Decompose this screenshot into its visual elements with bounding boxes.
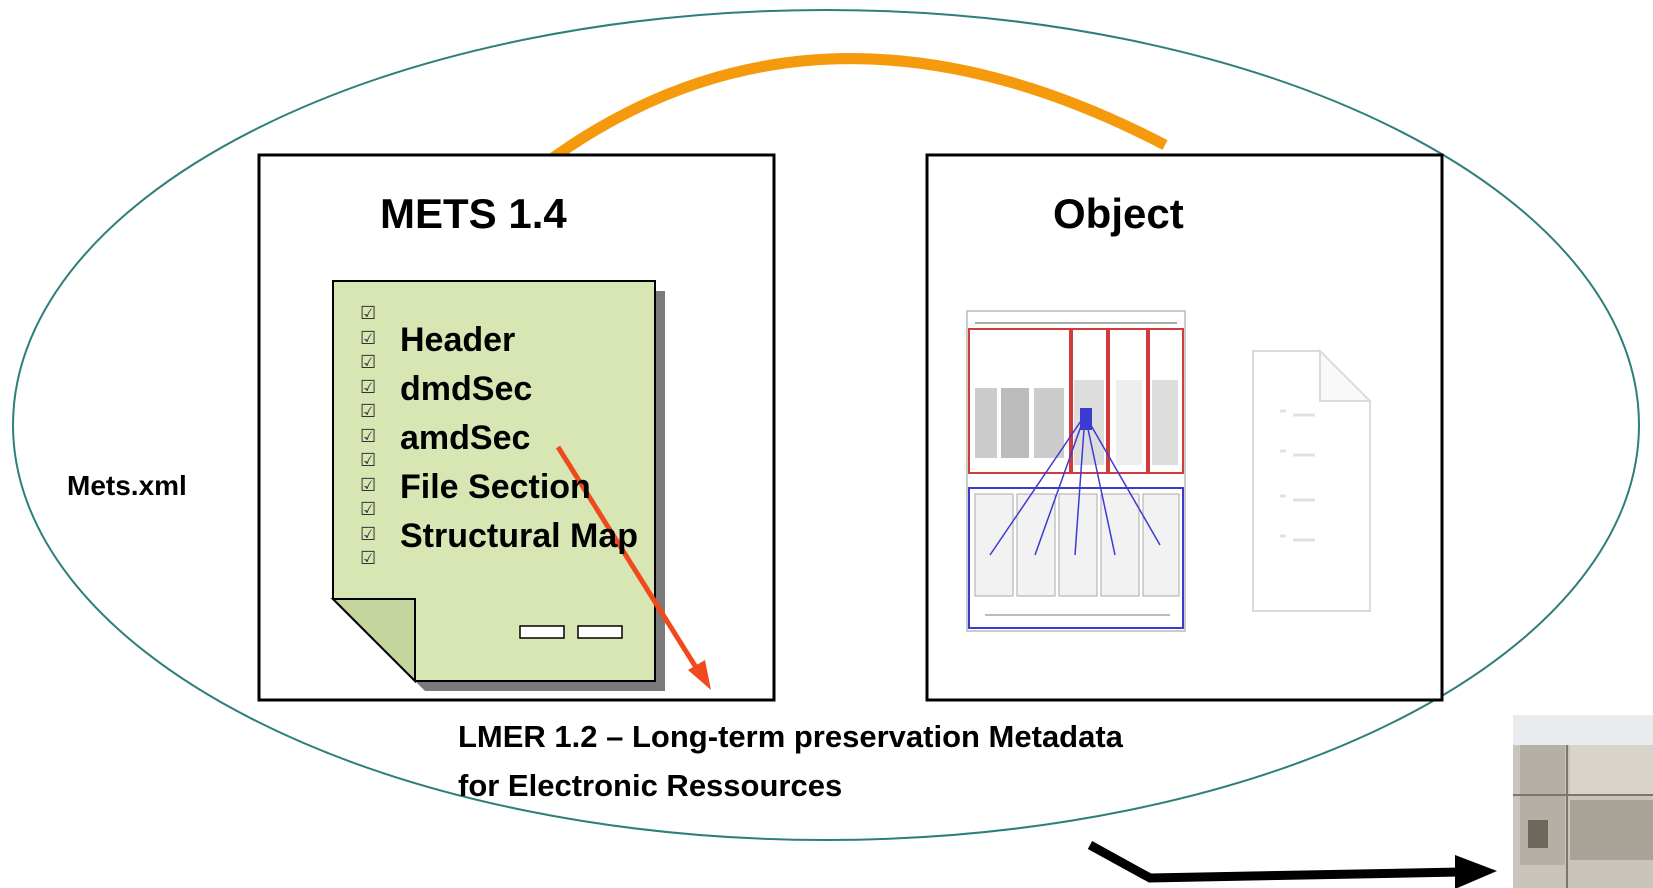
caption-line-2: for Electronic Ressources (458, 768, 843, 803)
mets-section-list: Header dmdSec amdSec File Section Struct… (400, 316, 638, 561)
object-box-title: Object (1053, 190, 1184, 237)
checkbox-column: ☑ ☑ ☑ ☑ ☑ ☑ ☑ ☑ ☑ ☑ ☑ (360, 301, 376, 571)
faded-document-icon (1252, 348, 1373, 612)
checkbox-icon: ☑ (360, 303, 377, 323)
checkbox-icon: ☑ (360, 352, 377, 372)
container-label: Mets.xml (67, 470, 187, 501)
list-item: dmdSec (400, 370, 533, 408)
mets-box-title: METS 1.4 (380, 190, 567, 237)
storage-device-photo (1513, 715, 1653, 888)
list-item: Header (400, 321, 516, 359)
list-item: Structural Map (400, 517, 639, 555)
link-arc (546, 53, 1168, 165)
checkbox-icon: ☑ (360, 548, 377, 568)
checkbox-icon: ☑ (360, 401, 377, 421)
list-item: File Section (400, 468, 591, 506)
pointer-arrow (555, 445, 711, 690)
caption-line-1: LMER 1.2 – Long-term preservation Metada… (458, 719, 1123, 754)
form-thumbnail-icon (966, 310, 1186, 632)
document-icon (330, 280, 656, 684)
checkbox-icon: ☑ (360, 425, 377, 446)
storage-arrow (1087, 841, 1497, 888)
mets-xml-ellipse (12, 9, 1640, 841)
list-item: amdSec (400, 419, 531, 457)
checkbox-icon: ☑ (360, 474, 377, 495)
checkbox-icon: ☑ (360, 450, 377, 470)
checkbox-icon: ☑ (360, 499, 377, 519)
caption: LMER 1.2 – Long-term preservation Metada… (458, 712, 1123, 810)
checkbox-icon: ☑ (360, 523, 377, 544)
checkbox-icon: ☑ (360, 327, 377, 348)
checkbox-icon: ☑ (360, 376, 377, 397)
